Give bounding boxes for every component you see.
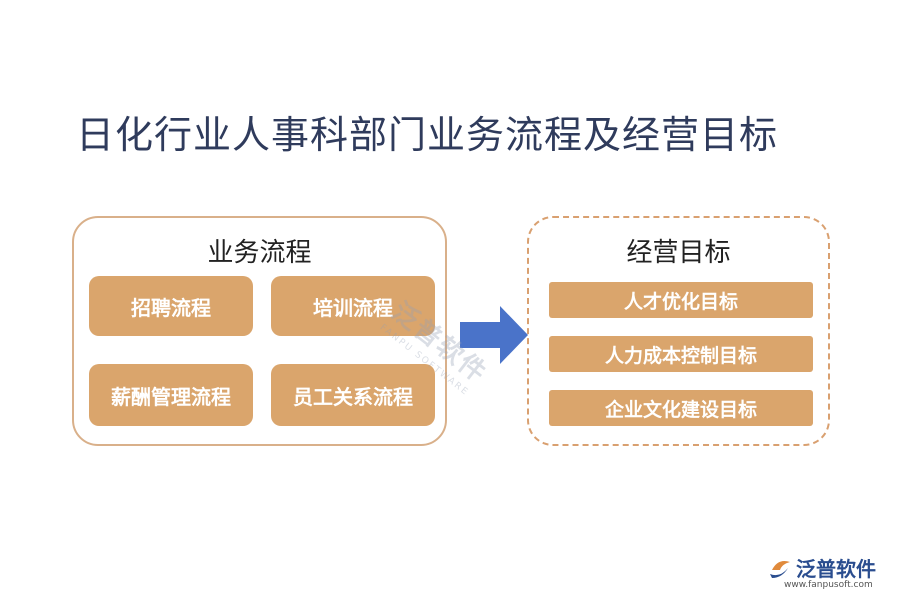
brand-url: www.fanpusoft.com [784, 580, 873, 590]
process-box-compensation: 薪酬管理流程 [89, 364, 253, 426]
goal-bar-talent: 人才优化目标 [549, 282, 813, 318]
process-box-recruitment: 招聘流程 [89, 276, 253, 336]
goal-bar-cost-control: 人力成本控制目标 [549, 336, 813, 372]
process-box-employee-relations: 员工关系流程 [271, 364, 435, 426]
page-title: 日化行业人事科部门业务流程及经营目标 [76, 113, 779, 157]
business-goals-panel: 经营目标 人才优化目标 人力成本控制目标 企业文化建设目标 [527, 216, 830, 446]
business-process-panel: 业务流程 招聘流程 培训流程 薪酬管理流程 员工关系流程 [72, 216, 447, 446]
business-process-title: 业务流程 [207, 238, 312, 268]
brand-logo-text: 泛普软件 [796, 557, 876, 581]
brand-logo-icon [770, 560, 790, 578]
goal-bar-culture: 企业文化建设目标 [549, 390, 813, 426]
flow-arrow-icon [460, 306, 528, 364]
process-box-training: 培训流程 [271, 276, 435, 336]
business-goals-title: 经营目标 [626, 238, 731, 268]
brand-logo: 泛普软件 [768, 553, 876, 582]
